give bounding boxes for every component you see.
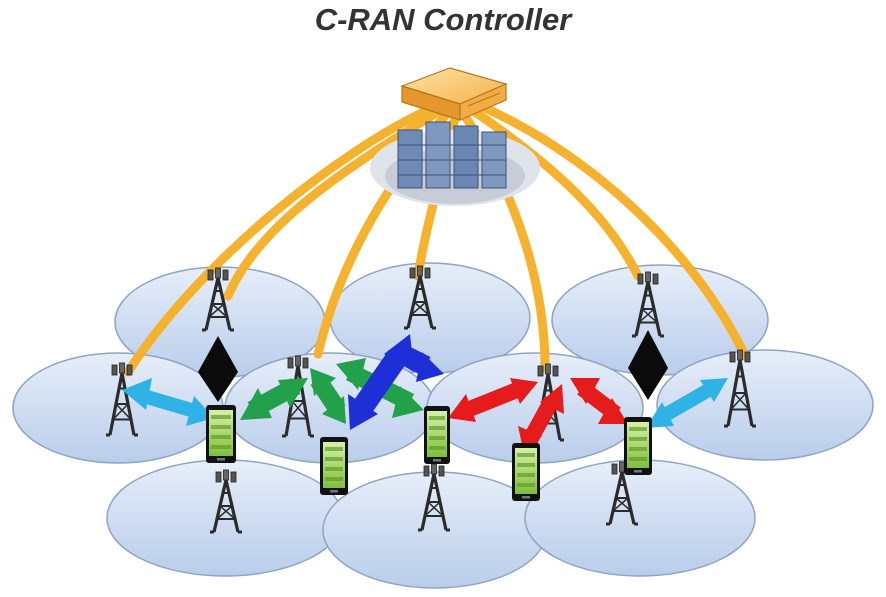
fronthaul-link: [480, 103, 750, 361]
cell-area: [524, 459, 756, 577]
red-radio-link-arrow: [448, 378, 538, 422]
mobile-phone-icon: [424, 406, 450, 464]
fronthaul-link: [123, 103, 437, 377]
mobile-phone-icon: [624, 417, 652, 475]
cell-tower-icon: [724, 349, 756, 428]
blue-radio-link-arrow: [393, 343, 444, 382]
cell-coverage-areas: [12, 262, 874, 589]
diagram-title: C-RAN Controller: [314, 2, 572, 37]
red-radio-link-arrow: [570, 378, 628, 424]
cell-tower-icon: [106, 362, 138, 437]
green-radio-link-arrow: [310, 368, 346, 424]
black-radio-link-arrow: [198, 336, 238, 402]
cell-area: [656, 349, 874, 461]
mobile-phone-icon: [206, 405, 236, 463]
rack-server-icon: [400, 67, 508, 121]
mobile-phone-icon: [320, 437, 348, 495]
black-radio-link-arrow: [628, 330, 668, 400]
cell-tower-icon: [404, 265, 436, 330]
cell-tower-icon: [418, 463, 450, 532]
cyan-radio-link-arrow: [646, 378, 728, 428]
mobile-phone-icon: [512, 443, 540, 501]
radio-links: [122, 330, 728, 454]
cell-tower-icon: [606, 461, 638, 526]
green-radio-link-arrow: [240, 378, 308, 420]
cell-tower-icon: [210, 469, 242, 534]
server-cluster-icon: [370, 121, 540, 206]
cell-tower-icon: [202, 267, 234, 332]
cell-tower-icon: [632, 271, 664, 338]
mobile-devices: [206, 405, 652, 501]
